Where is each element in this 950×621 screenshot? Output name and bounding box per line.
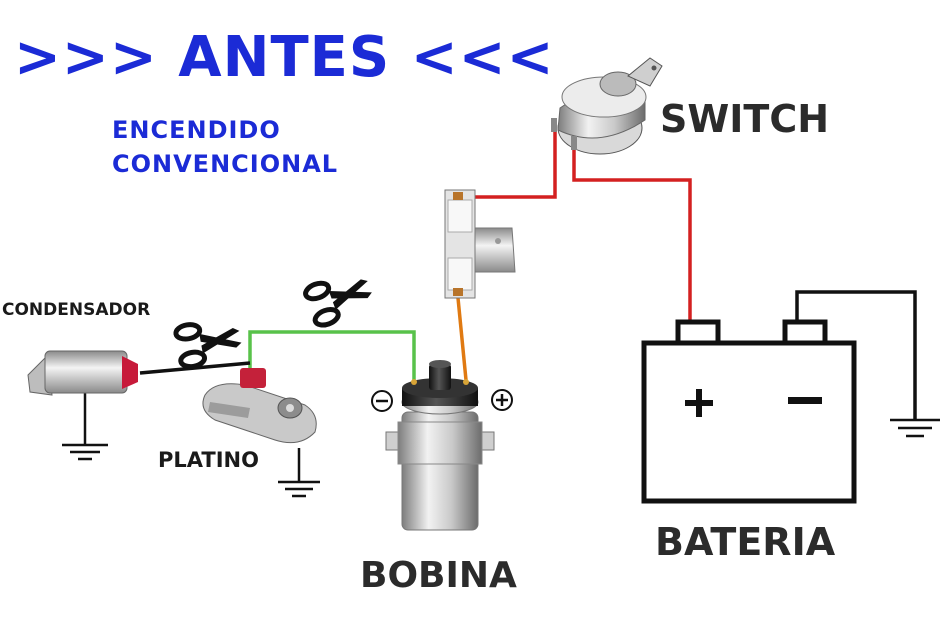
platino-label: PLATINO xyxy=(158,448,259,472)
condenser-icon xyxy=(27,350,138,396)
ground-icon xyxy=(62,392,108,461)
condensador-label: CONDENSADOR xyxy=(2,300,151,320)
bateria-label: BATERIA xyxy=(655,520,836,564)
subtitle-line1: ENCENDIDO xyxy=(112,116,281,144)
ignition-coil-icon xyxy=(385,360,495,531)
scissors-icon xyxy=(303,279,372,328)
ground-icon xyxy=(278,448,320,498)
switch-label: SWITCH xyxy=(660,97,830,141)
wire-switch-to-battery xyxy=(572,148,692,322)
wire-points-to-coil xyxy=(248,330,416,380)
ballast-resistor-icon xyxy=(444,189,516,299)
page-title: >>> ANTES <<< xyxy=(14,25,555,90)
scissors-icon xyxy=(173,322,242,370)
bobina-label: BOBINA xyxy=(360,555,517,596)
coil-negative-terminal-icon xyxy=(371,390,393,412)
ignition-switch-icon xyxy=(551,57,663,155)
battery-icon xyxy=(641,319,857,504)
ground-icon xyxy=(890,418,940,438)
wire-switch-to-resistor xyxy=(462,130,557,199)
coil-positive-terminal-icon xyxy=(491,389,513,411)
wire-battery-to-ground xyxy=(795,290,917,420)
wire-resistor-to-coil xyxy=(456,297,468,381)
breaker-points-icon xyxy=(202,368,317,444)
subtitle-line2: CONVENCIONAL xyxy=(112,150,339,178)
